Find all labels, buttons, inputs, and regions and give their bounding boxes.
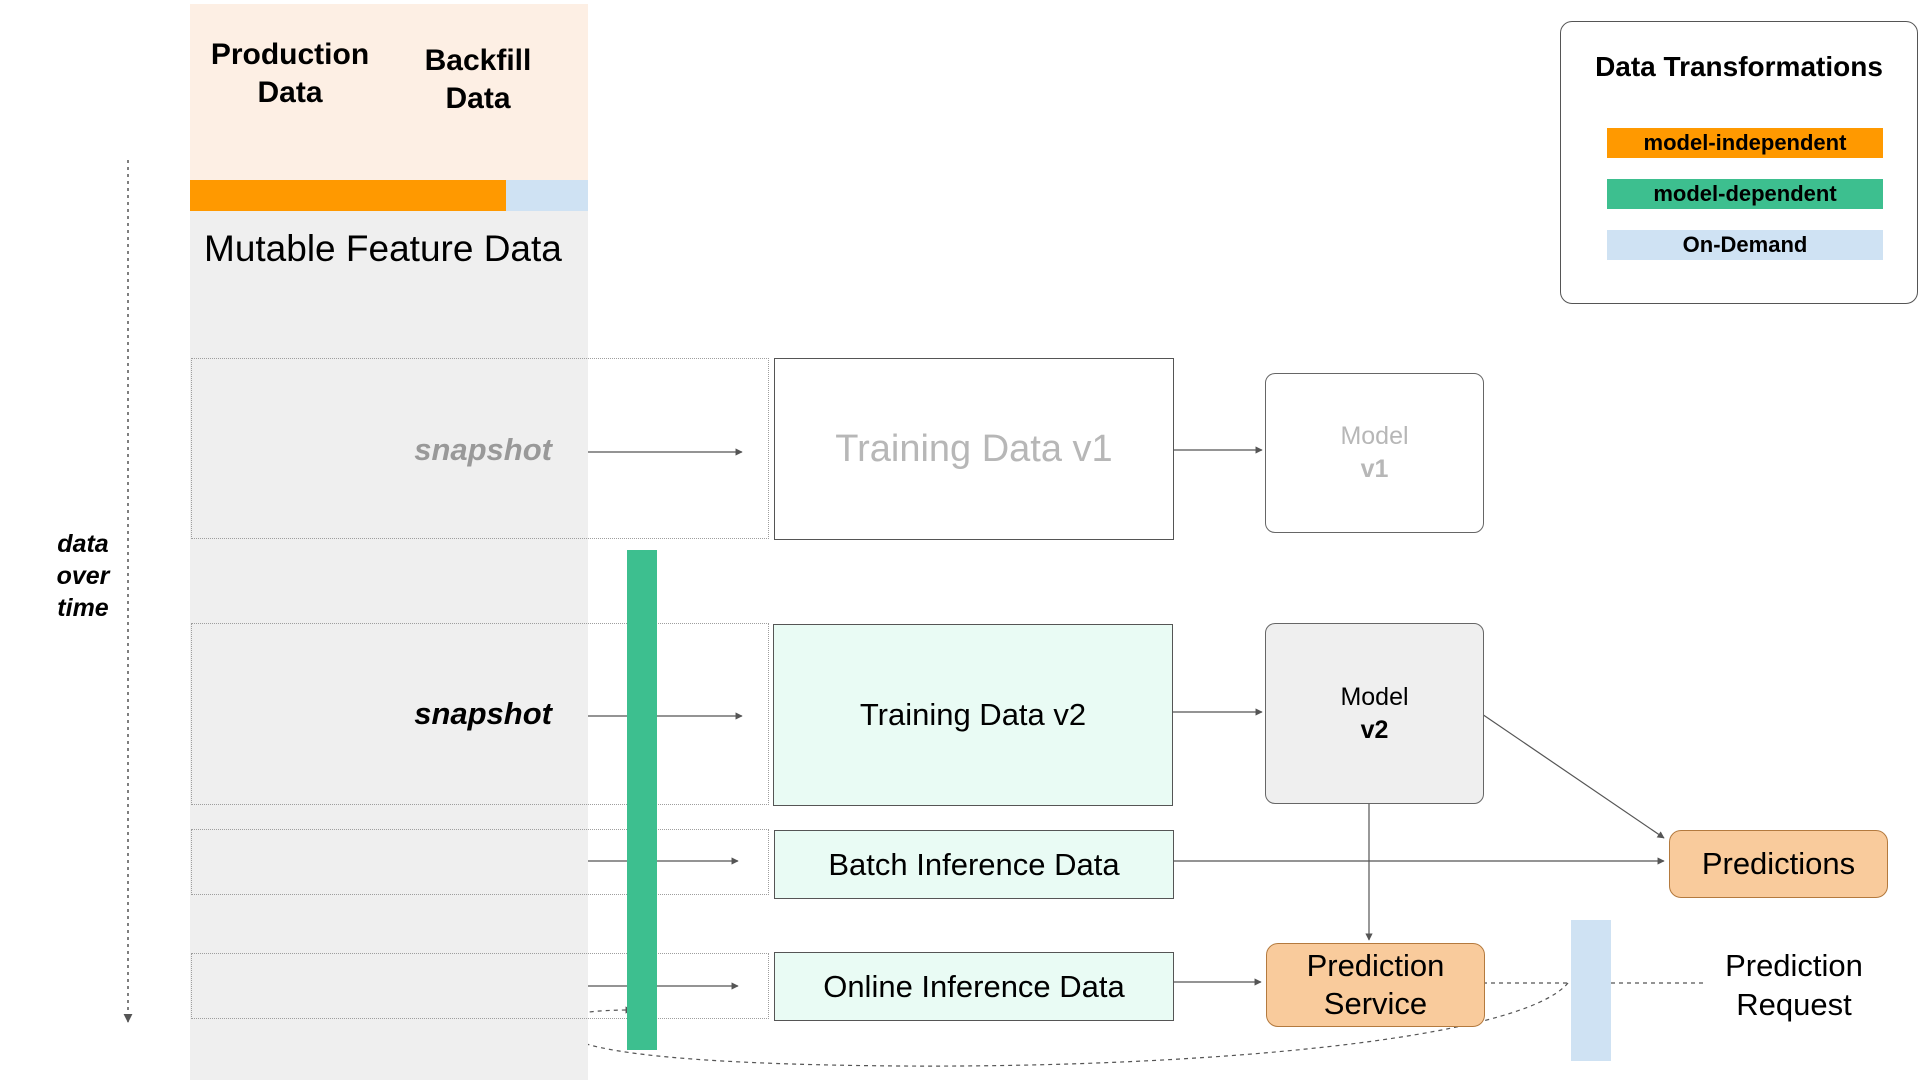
model2-predictions-arrow	[1478, 711, 1665, 839]
header-region	[190, 4, 588, 180]
mutable-feature-title: Mutable Feature Data	[204, 228, 562, 269]
snapshot-band-v1	[191, 358, 769, 539]
legend-item-model-independent: model-independent	[1607, 128, 1883, 158]
production-data-label: Production Data	[210, 38, 370, 109]
legend-box: Data Transformations model-independent m…	[1560, 21, 1918, 304]
prediction-request-label: Prediction Request	[1725, 948, 1863, 1022]
model-independent-bar	[190, 180, 506, 211]
snapshot-band-v2	[191, 623, 769, 805]
model-v1-box: Model v1	[1265, 373, 1484, 533]
mutable-feature-column	[190, 211, 588, 1080]
batch-band	[191, 829, 769, 895]
batch-inference-data-box: Batch Inference Data	[774, 830, 1174, 899]
training-data-v1-box: Training Data v1	[774, 358, 1174, 540]
legend-item-model-dependent: model-dependent	[1607, 179, 1883, 209]
model-v1-name: Model	[1340, 422, 1409, 450]
backfill-data-label: Backfill Data	[424, 44, 532, 115]
on-demand-bar-request	[1571, 920, 1611, 1061]
on-demand-bar-top	[506, 180, 588, 211]
prediction-service-box: Prediction Service	[1266, 943, 1485, 1027]
online-inference-data-box: Online Inference Data	[774, 952, 1174, 1021]
model-dependent-bar	[627, 550, 657, 1050]
legend-item-on-demand: On-Demand	[1607, 230, 1883, 260]
training-data-v2-box: Training Data v2	[773, 624, 1173, 806]
model-v1-version: v1	[1360, 455, 1389, 483]
snapshot-label-v2: snapshot	[414, 696, 552, 731]
model-v2-box: Model v2	[1265, 623, 1484, 804]
predictions-box: Predictions	[1669, 830, 1888, 898]
model-v2-version: v2	[1360, 715, 1389, 744]
snapshot-label-v1: snapshot	[414, 432, 552, 467]
model-v2-name: Model	[1340, 682, 1409, 711]
online-band	[191, 953, 769, 1019]
data-over-time-label: data over time	[56, 530, 110, 622]
legend-title: Data Transformations	[1595, 51, 1883, 82]
